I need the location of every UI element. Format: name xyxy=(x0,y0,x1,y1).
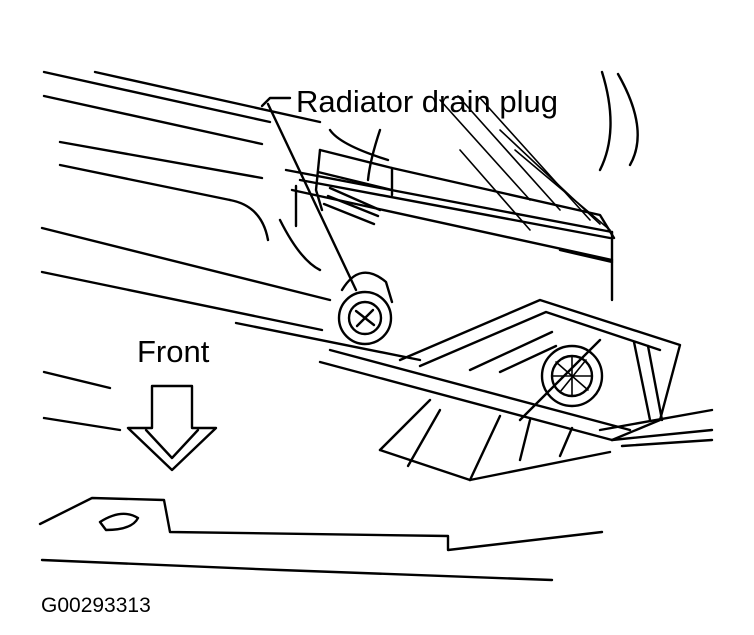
bracket-bolt-icon xyxy=(540,344,604,408)
figure-id-label: G00293313 xyxy=(41,594,151,617)
radiator-drain-plug-label: Radiator drain plug xyxy=(296,84,558,119)
drain-plug-leader-line xyxy=(260,96,358,292)
upper-frame-lines xyxy=(40,70,422,432)
bottom-panel xyxy=(38,496,604,582)
drain-plug-icon xyxy=(337,271,394,346)
radiator-tank xyxy=(278,70,639,302)
front-arrow-icon xyxy=(126,384,218,472)
lower-bracket xyxy=(318,298,714,482)
front-label: Front xyxy=(137,334,210,369)
